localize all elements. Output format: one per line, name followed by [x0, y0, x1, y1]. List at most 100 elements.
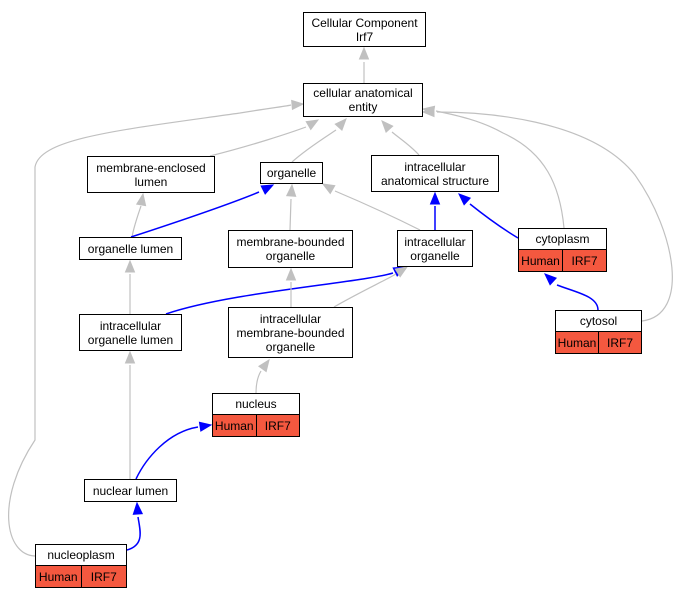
edge-intracellular-anatomical-structure-to-cellular-anatomical-entity: [381, 120, 420, 156]
edge-line: [209, 126, 307, 157]
node-intracellular-organelle[interactable]: intracellular organelle: [397, 230, 473, 267]
edge-line: [291, 129, 337, 163]
node-label: Cellular Component Irf7: [311, 15, 418, 44]
edge-intracellular-membrane-bounded-organelle-to-membrane-bounded-organelle: [285, 267, 297, 307]
edge-line: [333, 273, 397, 308]
node-label: membrane-bounded organelle: [236, 235, 345, 263]
node-label: nuclear lumen: [92, 483, 169, 498]
edge-arrowhead: [135, 192, 147, 207]
edge-organelle-lumen-to-membrane-enclosed-lumen: [131, 192, 147, 238]
edge-line: [131, 205, 142, 238]
edge-arrowhead: [291, 99, 305, 111]
edge-arrowhead: [132, 501, 144, 515]
edge-arrowhead: [124, 350, 136, 364]
edge-arrowhead: [358, 46, 370, 60]
node-cytoplasm[interactable]: cytoplasm Human IRF7: [518, 228, 607, 272]
edge-nucleoplasm-to-nuclear-lumen: [126, 501, 144, 551]
edge-arrowhead: [321, 183, 336, 195]
species-cell: Human: [38, 569, 78, 584]
node-nucleus[interactable]: nucleus Human IRF7: [212, 393, 300, 437]
edge-line: [556, 284, 599, 311]
edge-cytosol-to-cytoplasm: [544, 273, 599, 311]
edge-line: [334, 190, 421, 231]
node-organelle-lumen[interactable]: organelle lumen: [79, 237, 182, 260]
node-label: intracellular organelle lumen: [87, 318, 174, 347]
edge-line: [130, 191, 260, 238]
edge-membrane-bounded-organelle-to-organelle: [285, 183, 297, 231]
edge-membrane-enclosed-lumen-to-cellular-anatomical-entity: [209, 119, 320, 157]
edge-arrowhead: [285, 267, 297, 281]
edge-nucleoplasm-to-cellular-anatomical-entity: [8, 99, 305, 557]
node-organelle[interactable]: organelle: [260, 162, 323, 184]
edge-organelle-lumen-to-organelle: [130, 184, 275, 238]
edge-nuclear-lumen-to-nucleus: [135, 421, 213, 480]
annotation-row: Human IRF7: [556, 331, 641, 353]
edge-intracellular-organelle-to-intracellular-anatomical-structure: [429, 191, 441, 230]
edge-line: [135, 426, 199, 480]
gene-cell: IRF7: [562, 250, 606, 271]
edge-arrowhead: [198, 421, 213, 432]
node-cellular-anatomical-entity[interactable]: cellular anatomical entity: [303, 83, 423, 117]
node-label: cytosol: [579, 314, 618, 328]
edge-nucleus-to-intracellular-membrane-bounded-organelle: [255, 358, 270, 394]
edge-cytosol-to-cellular-anatomical-entity: [421, 106, 673, 322]
node-label: intracellular organelle: [404, 234, 466, 263]
node-label: intracellular anatomical structure: [380, 159, 490, 188]
annotation-row: Human IRF7: [213, 414, 299, 436]
edge-organelle-to-cellular-anatomical-entity: [291, 118, 347, 163]
node-cytosol[interactable]: cytosol Human IRF7: [555, 310, 642, 354]
edge-arrowhead: [394, 266, 409, 278]
edge-line: [255, 370, 262, 394]
edge-intracellular-organelle-lumen-to-organelle-lumen: [124, 259, 136, 314]
node-nucleoplasm[interactable]: nucleoplasm Human IRF7: [35, 544, 127, 588]
edge-line: [435, 110, 565, 229]
edge-nuclear-lumen-to-intracellular-organelle-lumen: [124, 350, 136, 479]
node-label: nucleoplasm: [47, 548, 115, 562]
node-label: cytoplasm: [535, 232, 590, 246]
edge-line: [8, 104, 292, 557]
edge-cellular-anatomical-entity-to-root: [358, 46, 370, 83]
edge-intracellular-membrane-bounded-organelle-to-intracellular-organelle: [333, 266, 409, 308]
node-intracellular-organelle-lumen[interactable]: intracellular organelle lumen: [79, 314, 182, 351]
node-label: membrane-enclosed lumen: [96, 160, 206, 189]
edge-arrowhead: [429, 191, 441, 205]
edge-line: [469, 203, 519, 239]
species-cell: Human: [557, 335, 597, 350]
edge-line: [289, 198, 292, 231]
edge-arrowhead: [305, 119, 320, 131]
node-membrane-enclosed-lumen[interactable]: membrane-enclosed lumen: [87, 156, 215, 193]
edge-arrowhead: [381, 120, 394, 134]
node-label: organelle: [266, 166, 317, 180]
node-intracellular-anatomical-structure[interactable]: intracellular anatomical structure: [371, 155, 499, 192]
species-cell: Human: [214, 418, 254, 433]
node-label: intracellular membrane-bounded organelle: [236, 311, 345, 354]
edge-arrowhead: [544, 273, 558, 286]
edge-intracellular-organelle-to-organelle: [321, 183, 421, 231]
annotation-row: Human IRF7: [36, 565, 126, 587]
node-membrane-bounded-organelle[interactable]: membrane-bounded organelle: [228, 230, 353, 268]
gene-cell: IRF7: [80, 566, 127, 587]
annotation-row: Human IRF7: [519, 249, 606, 271]
edge-cytoplasm-to-intracellular-anatomical-structure: [458, 193, 519, 239]
node-nuclear-lumen[interactable]: nuclear lumen: [84, 479, 177, 502]
edge-arrowhead: [257, 358, 270, 373]
node-cellular-component-irf7[interactable]: Cellular Component Irf7: [303, 12, 426, 47]
edge-arrowhead: [458, 193, 472, 206]
species-cell: Human: [521, 253, 560, 268]
edge-line: [391, 131, 420, 156]
node-label: cellular anatomical entity: [313, 86, 413, 114]
edge-line: [436, 111, 673, 322]
gene-cell: IRF7: [255, 415, 300, 436]
node-label: nucleus: [235, 397, 277, 411]
node-intracellular-membrane-bounded-organelle[interactable]: intracellular membrane-bounded organelle: [228, 307, 353, 358]
edge-arrowhead: [421, 106, 435, 118]
node-label: organelle lumen: [87, 241, 174, 256]
edge-line: [126, 516, 141, 551]
edge-arrowhead: [124, 259, 136, 273]
edge-arrowhead: [285, 183, 297, 197]
edge-arrowhead: [334, 118, 347, 132]
gene-cell: IRF7: [598, 332, 641, 353]
edge-arrowhead: [260, 184, 275, 195]
